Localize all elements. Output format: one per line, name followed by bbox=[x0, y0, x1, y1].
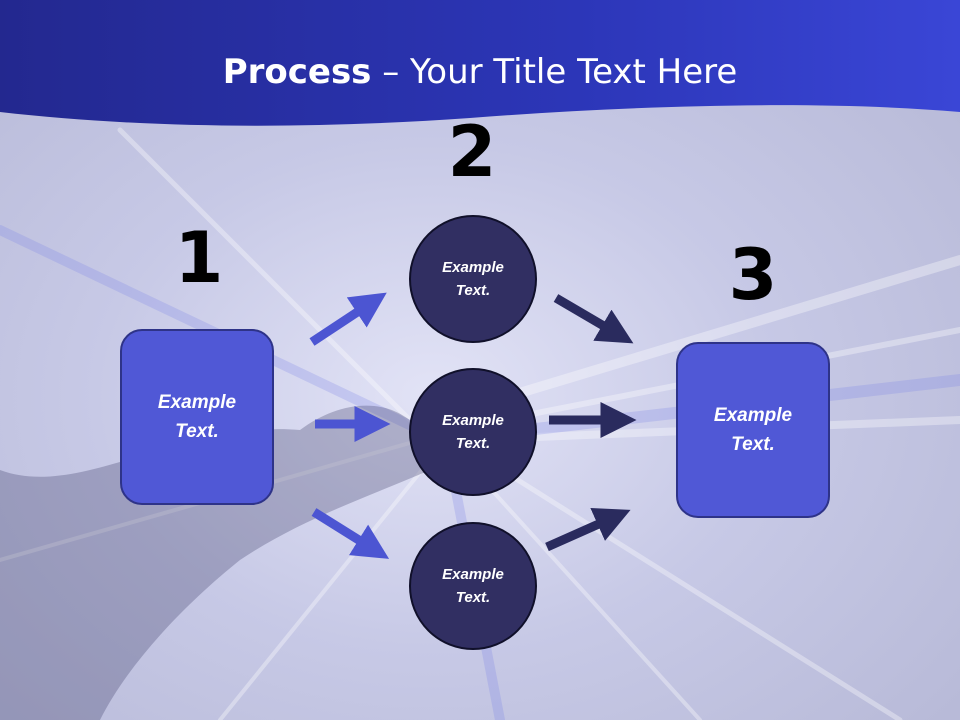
step-1-box: Example Text. bbox=[120, 329, 274, 505]
title-rest: – Your Title Text Here bbox=[371, 52, 738, 92]
step-number-2: 2 bbox=[447, 111, 497, 193]
arrow-top-to-3 bbox=[553, 294, 634, 344]
page-title: Process – Your Title Text Here bbox=[0, 52, 960, 92]
step-number-3: 3 bbox=[728, 234, 778, 316]
step-2-circle-middle: Example Text. bbox=[409, 368, 537, 496]
step-2-circle-top: Example Text. bbox=[409, 215, 537, 343]
arrow-1-to-top bbox=[309, 292, 387, 346]
arrow-1-to-bottom bbox=[311, 508, 390, 559]
step-number-1: 1 bbox=[174, 217, 224, 299]
arrow-bottom-to-3 bbox=[545, 508, 631, 552]
step-3-box: Example Text. bbox=[676, 342, 830, 518]
step-2-circle-bottom: Example Text. bbox=[409, 522, 537, 650]
title-bold: Process bbox=[222, 52, 372, 92]
